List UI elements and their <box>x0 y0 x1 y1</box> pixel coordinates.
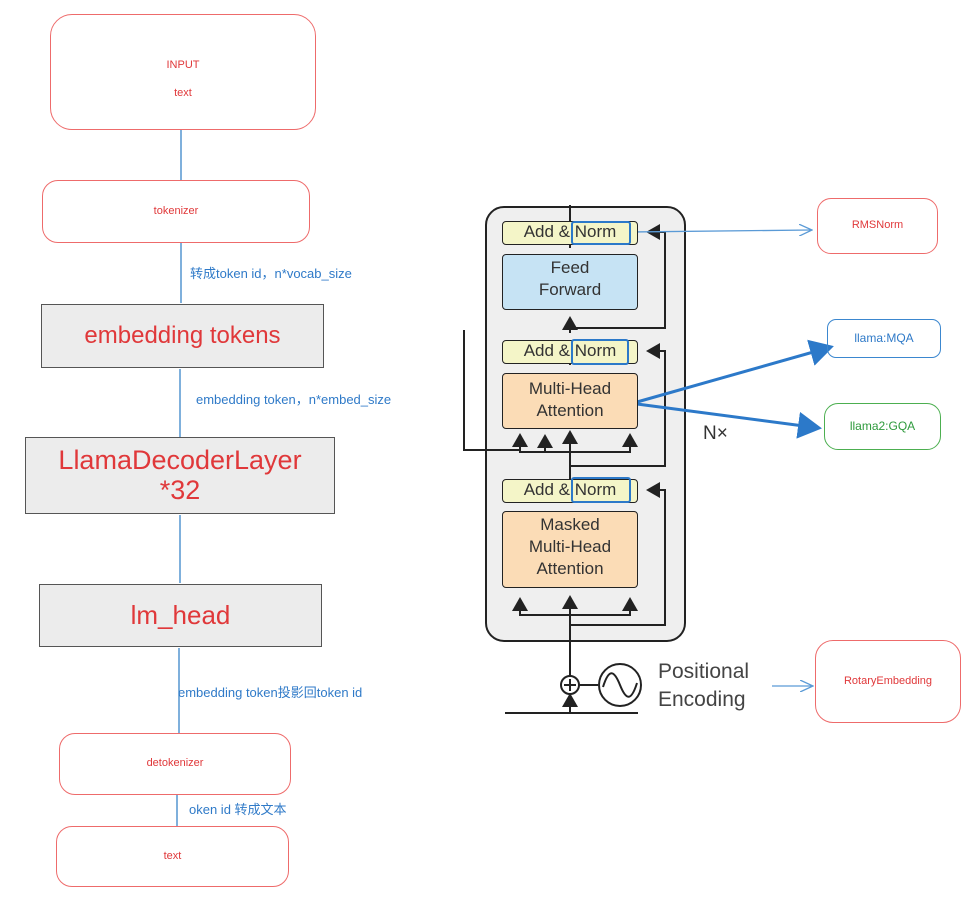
mqa-label: llama:MQA <box>854 331 914 345</box>
tokenizer-box: tokenizer <box>42 180 310 243</box>
input-label: INPUT <box>166 59 200 71</box>
mha-line1: Multi-Head <box>528 379 612 398</box>
embedding-label: embedding tokens <box>84 322 281 349</box>
norm-highlight-ffn <box>571 221 631 245</box>
nx-label: N× <box>703 423 728 444</box>
decoder-layer-box: LlamaDecoderLayer *32 <box>25 437 335 514</box>
add-norm-mha: Add & Norm <box>502 340 638 364</box>
mqa-arrow <box>636 339 834 404</box>
pos-enc-line1: Positional <box>658 660 750 683</box>
norm-highlight-masked <box>571 477 631 503</box>
input-box: INPUT text <box>50 14 316 130</box>
add-norm-ffn: Add & Norm <box>502 221 638 245</box>
mqa-box: llama:MQA <box>827 319 941 358</box>
note-lm-head: embedding token投影回token id <box>178 685 363 700</box>
note-detokenizer: oken id 转成文本 <box>189 802 287 817</box>
rmsnorm-arrow <box>630 230 811 232</box>
feed-forward-line2: Forward <box>538 280 602 299</box>
tokenizer-label: tokenizer <box>153 205 199 217</box>
masked-line3: Attention <box>536 559 604 578</box>
detokenizer-box: detokenizer <box>59 733 291 795</box>
decoder-layer-count: *32 <box>159 475 201 505</box>
rotary-embedding-label: RotaryEmbedding <box>843 675 933 687</box>
masked-attention-box: Masked Multi-Head Attention <box>502 511 638 588</box>
rotary-embedding-box: RotaryEmbedding <box>815 640 961 723</box>
embedding-box: embedding tokens <box>41 304 324 368</box>
norm-highlight-mha <box>571 339 629 365</box>
rmsnorm-box: RMSNorm <box>817 198 938 254</box>
input-text-label: text <box>174 87 192 99</box>
gqa-arrow <box>636 402 822 439</box>
feed-forward-box: Feed Forward <box>502 254 638 310</box>
note-tokenizer: 转成token id，n*vocab_size <box>190 266 352 281</box>
masked-line1: Masked <box>540 515 600 534</box>
detokenizer-label: detokenizer <box>146 757 204 769</box>
add-norm-masked-label: Add & Norm <box>523 480 617 499</box>
feed-forward-line1: Feed <box>550 258 590 277</box>
masked-line2: Multi-Head <box>528 537 612 556</box>
pipeline-connectors <box>176 130 182 826</box>
output-text-box: text <box>56 826 289 887</box>
gqa-label: llama2:GQA <box>849 419 916 433</box>
note-embedding: embedding token，n*embed_size <box>196 392 392 407</box>
positional-encoding-label: Positional Encoding <box>658 658 749 714</box>
pos-enc-line2: Encoding <box>658 688 746 711</box>
gqa-box: llama2:GQA <box>824 403 941 450</box>
mha-line2: Attention <box>536 401 604 420</box>
add-norm-masked: Add & Norm <box>502 479 638 503</box>
lm-head-box: lm_head <box>39 584 322 647</box>
add-norm-mha-label: Add & Norm <box>523 341 617 360</box>
lm-head-label: lm_head <box>130 600 231 630</box>
add-norm-ffn-label: Add & Norm <box>523 222 617 241</box>
multi-head-attention-box: Multi-Head Attention <box>502 373 638 429</box>
rmsnorm-label: RMSNorm <box>851 219 904 231</box>
output-text-label: text <box>163 850 182 862</box>
decoder-layer-label: LlamaDecoderLayer <box>58 445 302 475</box>
positional-adder <box>560 663 642 707</box>
